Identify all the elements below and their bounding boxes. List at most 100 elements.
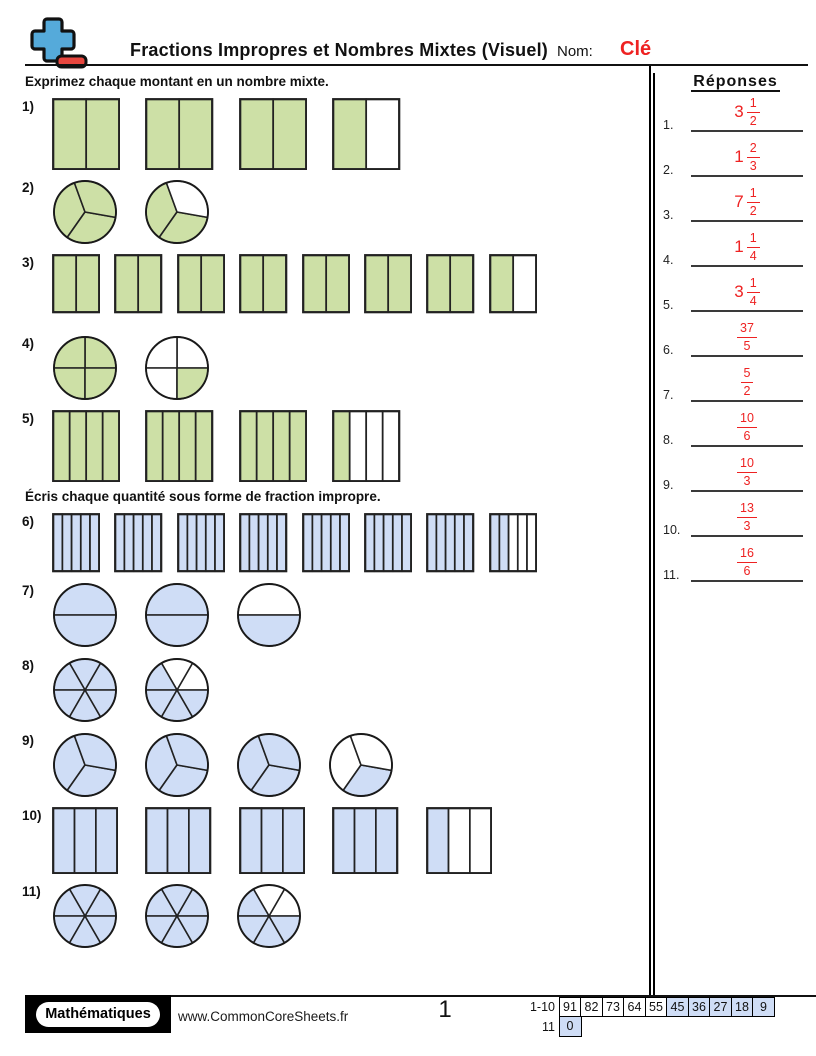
fraction-rect-shape [52,98,121,171]
fraction-shapes [52,806,492,874]
fraction-rect-shape [114,254,163,314]
fraction-rect-shape [364,254,413,314]
fraction-numerator: 1 [746,96,760,113]
fraction-numerator: 1 [746,186,760,203]
plus-minus-logo-icon [26,16,90,70]
fraction-shapes [52,179,210,245]
answer-number: 7. [663,388,674,402]
fraction-rect-shape [332,409,401,483]
fraction-rect-shape [426,513,475,573]
score-row-label: 1-10 [529,1000,555,1014]
fraction-shapes [52,409,401,483]
fraction-rect-shape [426,254,475,314]
fraction-rect-shape [52,513,101,573]
fraction-circle-shape [144,179,210,245]
fraction-denominator: 3 [743,473,751,488]
fraction-rect-shape [145,409,214,483]
problems-group-2: 6)7)8)9)10)11) [0,513,649,949]
fraction-shapes [52,513,538,573]
fraction-circle-shape [52,732,118,798]
fraction-rect-shape [488,513,538,573]
score-cell: 82 [580,997,603,1017]
score-row-label: 11 [542,1019,555,1034]
fraction-numerator: 1 [746,231,760,248]
footer-divider [25,995,816,997]
brand-badge: Mathématiques [36,1001,160,1027]
fraction-shapes [52,582,302,648]
fraction-rect-shape [364,513,413,573]
fraction-circle-shape [52,582,118,648]
fraction-rect-shape [176,513,226,573]
score-cell: 55 [644,997,668,1017]
fraction-denominator: 2 [749,203,757,218]
website-link: www.CommonCoreSheets.fr [178,1009,349,1024]
fraction-circle-shape [52,179,118,245]
answers-heading: Réponses [691,73,780,92]
fraction-circle-shape [236,883,302,949]
answer-number: 2. [663,163,674,177]
fraction-circle-shape [52,335,118,401]
fraction-denominator: 5 [743,338,751,353]
problem-number: 10) [22,807,42,823]
brand-bar: Mathématiques [25,995,171,1033]
problem-row-10: 10) [22,806,649,874]
problem-row-8: 8) [22,657,649,723]
answer-number: 11. [663,568,680,582]
fraction-denominator: 4 [749,248,757,263]
fraction-rect-shape [238,98,308,171]
fraction-circle-shape [144,582,210,648]
answer-whole-number: 3 [734,102,744,122]
answer-whole-number: 7 [734,192,744,212]
problems-group-1: 1)2)3)4)5) [0,98,649,483]
fraction-numerator: 2 [746,141,760,158]
problem-number: 11) [22,883,41,899]
problem-number: 4) [22,335,35,351]
fraction-numerator: 37 [737,321,757,338]
score-cell: 45 [666,997,689,1017]
fraction-denominator: 4 [749,293,757,308]
fraction-shapes [52,657,210,723]
fraction-rect-shape [332,98,401,171]
header-divider [25,64,808,66]
score-cell: 73 [601,997,625,1017]
fraction-denominator: 6 [743,563,751,578]
fraction-circle-shape [328,732,394,798]
fraction-shapes [52,335,210,401]
problem-row-1: 1) [22,98,649,171]
problem-number: 1) [22,99,35,114]
fraction-circle-shape [144,732,210,798]
answer-number: 5. [663,298,674,312]
problem-number: 9) [22,732,35,748]
fraction-circle-shape [52,883,118,949]
fraction-rect-shape [488,254,538,314]
name-label: Nom: [557,43,593,60]
fraction-numerator: 5 [740,366,754,383]
fraction-rect-shape [332,806,399,874]
fraction-shapes [52,732,394,798]
fraction-rect-shape [238,409,308,483]
problem-row-4: 4) [22,335,649,401]
